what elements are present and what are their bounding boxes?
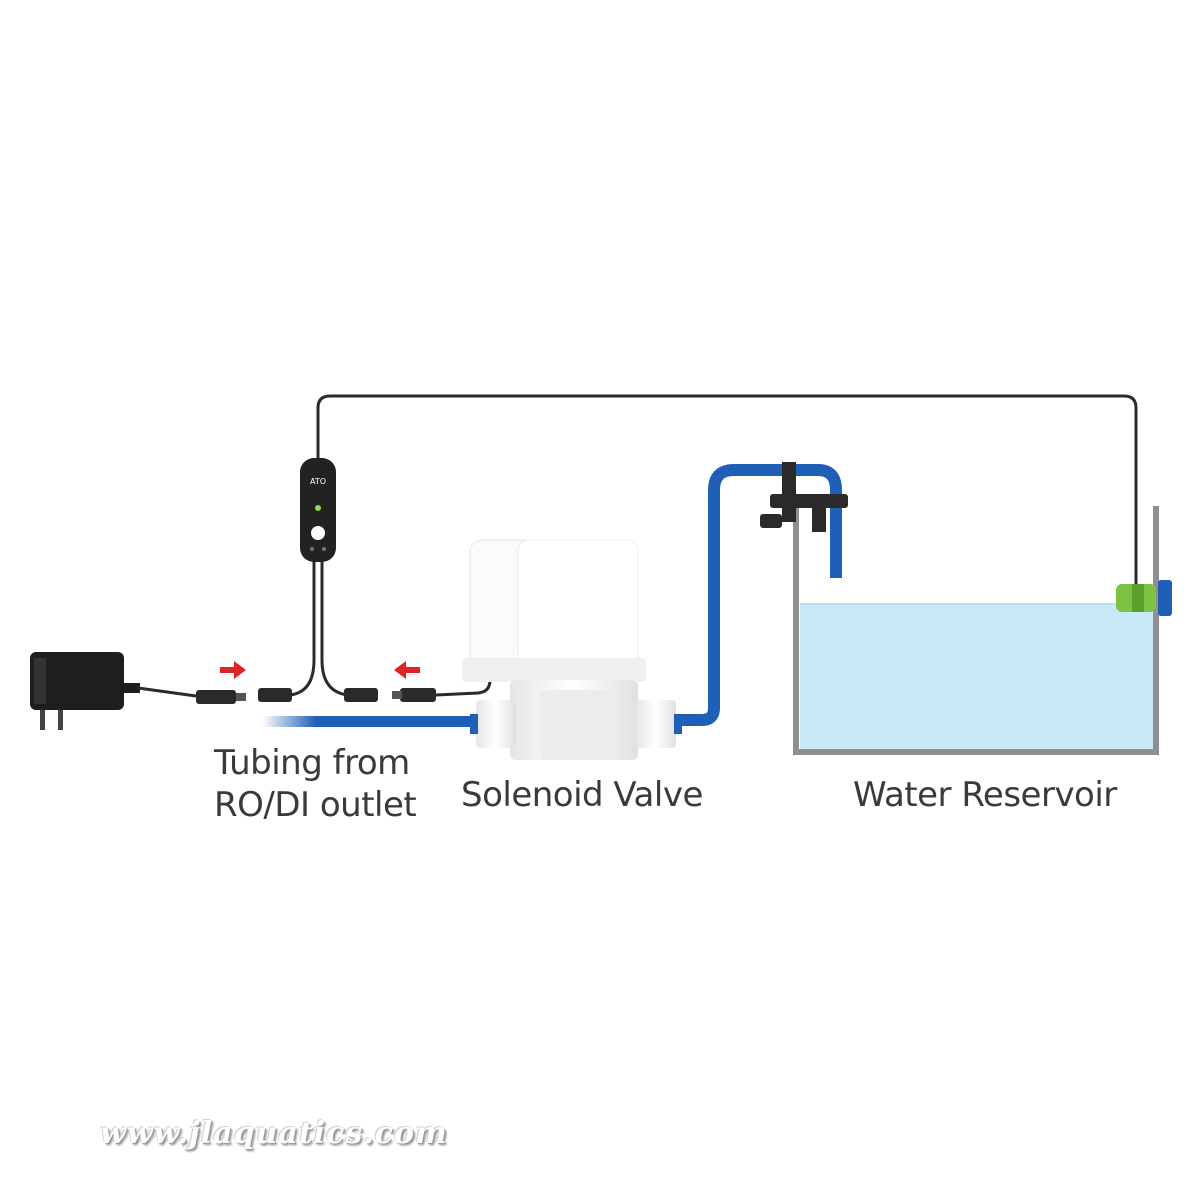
tubing-label-line1: Tubing from <box>214 743 410 783</box>
outlet-tubing <box>676 464 842 726</box>
water-reservoir-label: Water Reservoir <box>853 775 1117 815</box>
power-button-icon <box>311 526 325 540</box>
connect-arrow-right <box>220 661 246 679</box>
solenoid-valve <box>462 539 682 760</box>
tubing-clamp <box>760 462 848 532</box>
solenoid-valve-label: Solenoid Valve <box>461 775 703 815</box>
water-reservoir <box>793 506 1159 755</box>
connect-arrow-left <box>394 661 420 679</box>
dc-plug-male <box>196 690 246 704</box>
y-cable <box>289 560 349 697</box>
controller-display: ATO <box>310 477 326 486</box>
adapter-cable <box>137 686 197 698</box>
watermark: www.jlaquatics.com <box>100 1116 448 1151</box>
valve-cable <box>435 679 492 697</box>
inlet-tubing <box>262 716 480 727</box>
dc-jack-right <box>344 688 378 702</box>
status-led-icon <box>315 505 321 511</box>
water-fill <box>800 604 1156 750</box>
power-adapter <box>30 652 140 730</box>
tank-walls <box>793 506 1159 755</box>
ato-controller: ATO <box>300 458 336 562</box>
tubing-label-line2: RO/DI outlet <box>214 785 417 825</box>
tubing-label: Tubing from RO/DI outlet <box>214 742 417 826</box>
level-sensor <box>1116 580 1172 616</box>
sensor-cable <box>316 394 1138 592</box>
dc-jack-left <box>258 688 292 702</box>
dc-plug-valve <box>392 688 436 702</box>
